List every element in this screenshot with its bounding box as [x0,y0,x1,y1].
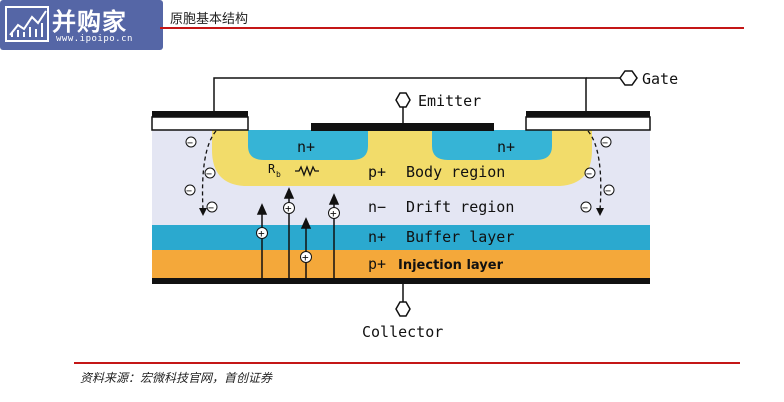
electron-path-left [201,130,217,211]
hole-icon [328,207,340,219]
gate-label: Gate [642,70,678,88]
electron-sign: − [206,169,212,180]
drift-region-label: Drift region [406,198,514,216]
electron-arrow-left-icon [199,208,207,216]
hole-icon [300,251,312,263]
n-plus-right-region [432,130,552,160]
electron-sign: − [186,186,192,197]
injection-layer [152,250,650,278]
buffer-layer [152,225,650,250]
n-plus-right-label: n+ [497,138,515,156]
hole-icon [283,202,295,214]
n-plus-left-region [248,130,368,160]
footer-divider [74,362,740,364]
electron-icon [204,167,216,179]
rb-label: R [268,162,276,176]
gate-oxide-left [151,116,249,131]
electron-sign: − [586,169,592,180]
hole-icon [256,227,268,239]
gate-metal-left [152,111,248,117]
buffer-layer-label: Buffer layer [406,228,514,246]
electron-icon [184,184,196,196]
hole-sign: + [258,227,265,240]
p-plus-injection-label: p+ [368,255,386,273]
logo-text: 并购家 [52,8,127,36]
electron-icon [584,167,596,179]
hole-sign: + [285,202,292,215]
electron-sign: − [582,203,588,214]
electron-sign: − [602,138,608,149]
emitter-terminal-icon [395,92,411,108]
collector-metal [152,278,650,284]
emitter-metal [311,123,494,131]
electron-icon [580,201,592,213]
resistor-icon [295,165,319,177]
logo: 并购家 www.ipoipo.cn [0,0,163,50]
gate-terminal-icon [619,70,638,86]
hole-sign: + [302,251,309,264]
gate-wire [213,77,587,111]
gate-oxide-right [525,116,651,131]
p-plus-label: p+ [368,163,386,181]
source-note: 资料来源：宏微科技官网，首创证券 [80,371,273,385]
header-divider [160,27,744,29]
collector-terminal-icon [395,301,411,317]
hole-sign: + [330,207,337,220]
electron-sign: − [187,138,193,149]
n-plus-buffer-label: n+ [368,228,386,246]
electron-arrow-right-icon [596,208,604,216]
electron-sign: − [208,203,214,214]
body-region-label: Body region [406,163,505,181]
hole-symbols: + + + + [256,202,340,264]
n-minus-label: n− [368,198,386,216]
chart-logo-icon [5,6,49,42]
electron-icon [600,136,612,148]
n-plus-left-label: n+ [297,138,315,156]
injection-layer-label: Injection layer [398,258,504,273]
electron-icon [206,201,218,213]
page-title: 原胞基本结构 [170,12,249,27]
electron-icon [185,136,197,148]
hole-current-arrows [256,187,340,278]
electron-symbols: − − − − − − − − [184,136,615,214]
collector-label: Collector [362,323,443,341]
emitter-label: Emitter [418,92,481,110]
electron-icon [603,184,615,196]
logo-url-text: www.ipoipo.cn [56,34,133,44]
electron-path-right [587,130,602,211]
gate-metal-right [526,111,650,117]
rb-sub-label: b [276,170,281,179]
electron-sign: − [605,186,611,197]
